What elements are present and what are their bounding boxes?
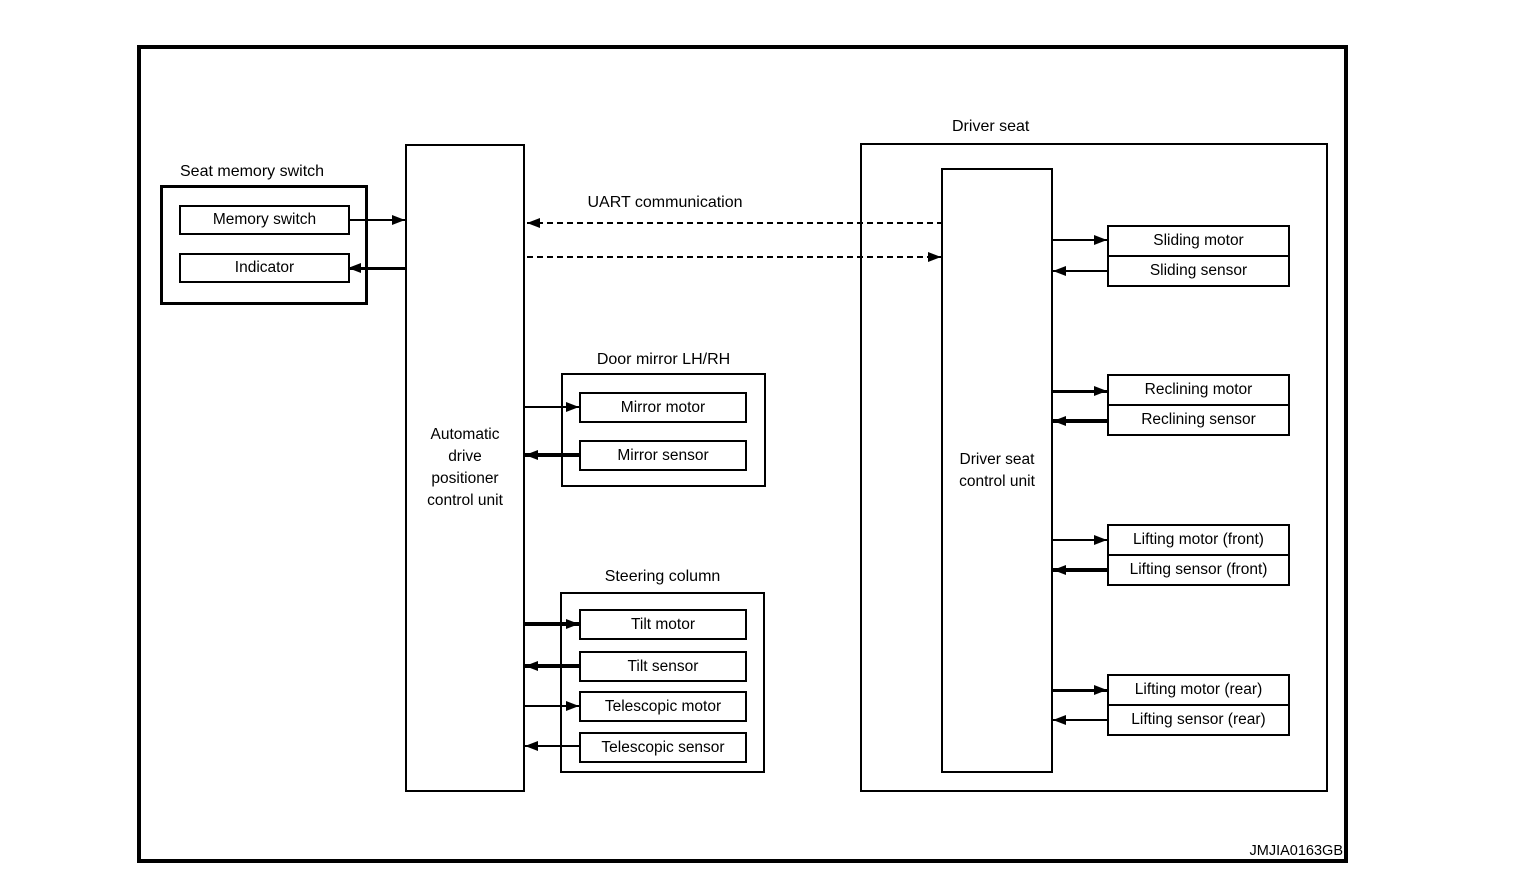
connector-lifting-sensor-rear-to-dscu	[1053, 719, 1107, 721]
arrowhead-memory-switch-to-adp	[392, 215, 405, 225]
telescopic-motor-box: Telescopic motor	[579, 691, 747, 722]
arrowhead-adp-to-tilt-motor	[566, 619, 579, 629]
arrowhead-dscu-to-reclining-motor	[1094, 386, 1107, 396]
connector-sliding-sensor-to-dscu	[1053, 270, 1107, 272]
lifting-sensor-rear-box: Lifting sensor (rear)	[1109, 704, 1288, 734]
arrowhead-lifting-sensor-rear-to-dscu	[1053, 715, 1066, 725]
connector-adp-to-telescopic-motor	[525, 705, 579, 707]
tilt-sensor-box: Tilt sensor	[579, 651, 747, 682]
arrowhead-adp-to-mirror-motor	[566, 402, 579, 412]
connector-tilt-sensor-to-adp	[525, 664, 579, 668]
connector-adp-to-indicator	[348, 266, 405, 270]
sliding-pair-box: Sliding motor Sliding sensor	[1107, 225, 1290, 287]
connector-lifting-sensor-front-to-dscu	[1053, 568, 1107, 572]
seat-memory-switch-label: Seat memory switch	[180, 163, 325, 180]
seat-memory-switch-box	[160, 185, 368, 305]
arrowhead-lifting-sensor-front-to-dscu	[1053, 565, 1066, 575]
driver-seat-label: Driver seat	[952, 118, 1030, 135]
lifting-motor-rear-box: Lifting motor (rear)	[1134, 681, 1263, 698]
arrowhead-telescopic-sensor-to-adp	[525, 741, 538, 751]
sliding-sensor-box: Sliding sensor	[1109, 255, 1288, 285]
telescopic-sensor-box: Telescopic sensor	[579, 732, 747, 763]
arrowhead-adp-to-indicator	[348, 263, 361, 273]
connector-dscu-to-sliding-motor	[1053, 239, 1107, 241]
lifting-sensor-front-box: Lifting sensor (front)	[1109, 554, 1288, 584]
mirror-motor-box: Mirror motor	[579, 392, 747, 423]
connector-adp-to-mirror-motor	[525, 406, 579, 408]
arrowhead-dscu-to-lifting-motor-front	[1094, 535, 1107, 545]
door-mirror-label: Door mirror LH/RH	[596, 351, 731, 368]
arrowhead-dscu-to-sliding-motor	[1094, 235, 1107, 245]
connector-reclining-sensor-to-dscu	[1053, 419, 1107, 423]
arrowhead-mirror-sensor-to-adp	[525, 450, 538, 460]
connector-memory-switch-to-adp	[350, 219, 405, 221]
arrowhead-dscu-to-lifting-motor-rear	[1094, 685, 1107, 695]
uart-communication-label: UART communication	[587, 194, 743, 211]
connector-adp-to-tilt-motor	[525, 622, 579, 626]
adp-control-unit-box: Automatic drive positioner control unit	[405, 144, 525, 792]
connector-dscu-to-reclining-motor	[1053, 389, 1107, 393]
connector-dscu-to-lifting-motor-rear	[1053, 688, 1107, 692]
lifting-front-pair-box: Lifting motor (front) Lifting sensor (fr…	[1107, 524, 1290, 586]
memory-switch-box: Memory switch	[179, 205, 350, 235]
sliding-motor-box: Sliding motor	[1153, 232, 1244, 249]
connector-uart-adp-to-dscu	[527, 256, 941, 258]
arrowhead-adp-to-telescopic-motor	[566, 701, 579, 711]
steering-column-label: Steering column	[604, 568, 721, 585]
indicator-box: Indicator	[179, 253, 350, 283]
arrowhead-uart-adp-to-dscu	[928, 252, 941, 262]
reclining-pair-box: Reclining motor Reclining sensor	[1107, 374, 1290, 436]
tilt-motor-box: Tilt motor	[579, 609, 747, 640]
driver-seat-control-unit-box: Driver seat control unit	[941, 168, 1053, 773]
connector-dscu-to-lifting-motor-front	[1053, 539, 1107, 541]
connector-telescopic-sensor-to-adp	[525, 745, 579, 747]
figure-code: JMJIA0163GB	[1249, 843, 1344, 859]
arrowhead-sliding-sensor-to-dscu	[1053, 266, 1066, 276]
reclining-motor-box: Reclining motor	[1144, 381, 1253, 398]
arrowhead-uart-dscu-to-adp	[527, 218, 540, 228]
lifting-motor-front-box: Lifting motor (front)	[1133, 531, 1264, 548]
arrowhead-tilt-sensor-to-adp	[525, 661, 538, 671]
connector-uart-dscu-to-adp	[527, 222, 941, 224]
connector-mirror-sensor-to-adp	[525, 453, 579, 457]
mirror-sensor-box: Mirror sensor	[579, 440, 747, 471]
lifting-rear-pair-box: Lifting motor (rear) Lifting sensor (rea…	[1107, 674, 1290, 736]
reclining-sensor-box: Reclining sensor	[1109, 404, 1288, 434]
arrowhead-reclining-sensor-to-dscu	[1053, 416, 1066, 426]
